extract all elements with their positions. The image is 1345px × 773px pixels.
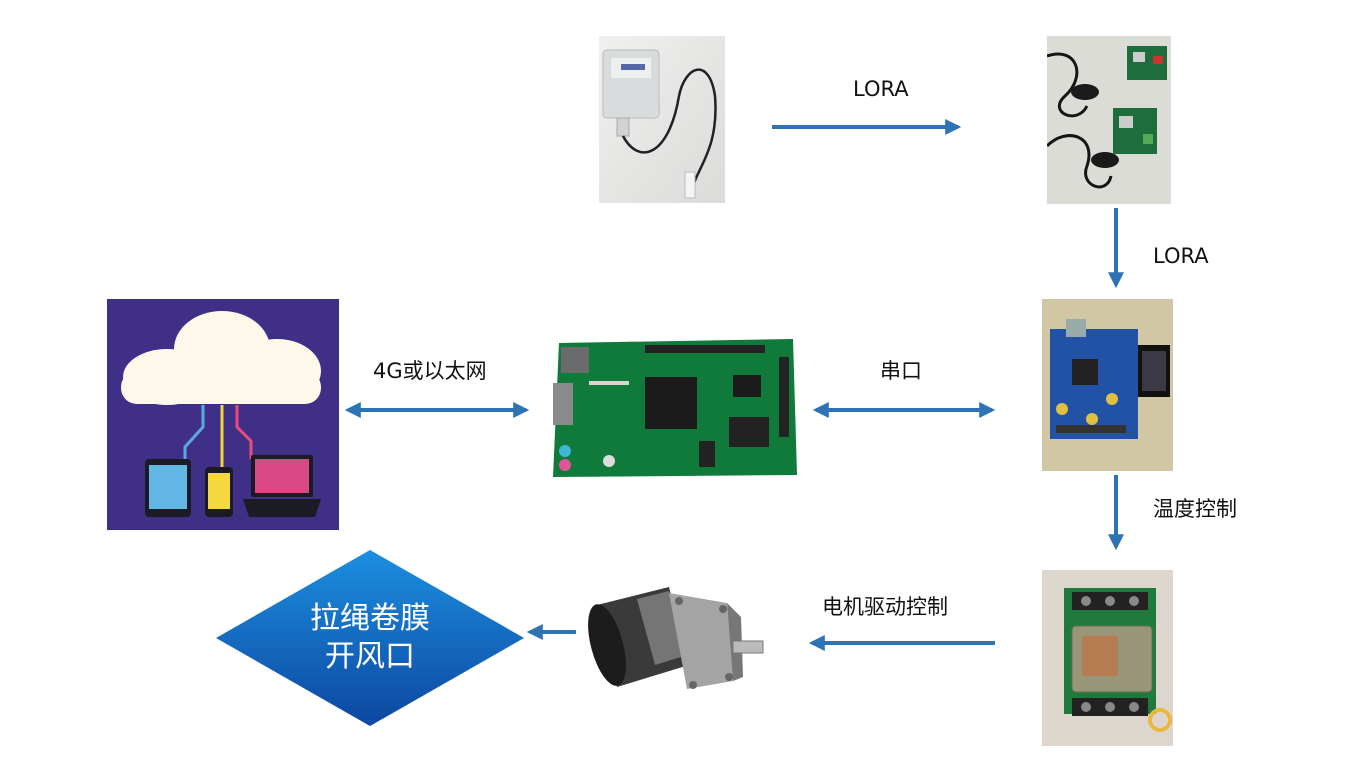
tablet-icon [145, 459, 191, 517]
outcome-line2: 开风口 [325, 639, 415, 674]
outcome-line1: 拉绳卷膜 [310, 601, 430, 636]
edge-label-mcu-relay: 温度控制 [1153, 497, 1237, 521]
cloud-network-graphic [107, 299, 339, 530]
gateway-board-photo [549, 337, 799, 480]
edge-label-sensor-lora: LORA [853, 77, 909, 101]
relay-board-photo [1042, 570, 1173, 746]
laptop-icon [243, 455, 321, 517]
edge-label-lora-mcu: LORA [1153, 244, 1209, 268]
temperature-sensor-photo [599, 36, 725, 203]
gear-motor-photo [577, 585, 769, 703]
mcu-board-photo [1042, 299, 1173, 471]
edge-label-gateway-cloud: 4G或以太网 [373, 359, 487, 383]
edge-label-mcu-gateway: 串口 [880, 359, 922, 383]
cloud-icon [121, 311, 321, 405]
edge-label-relay-motor: 电机驱动控制 [822, 595, 948, 619]
phone-icon [205, 467, 233, 517]
outcome-diamond: 拉绳卷膜 开风口 [216, 550, 524, 726]
lora-modules-photo [1047, 36, 1171, 204]
